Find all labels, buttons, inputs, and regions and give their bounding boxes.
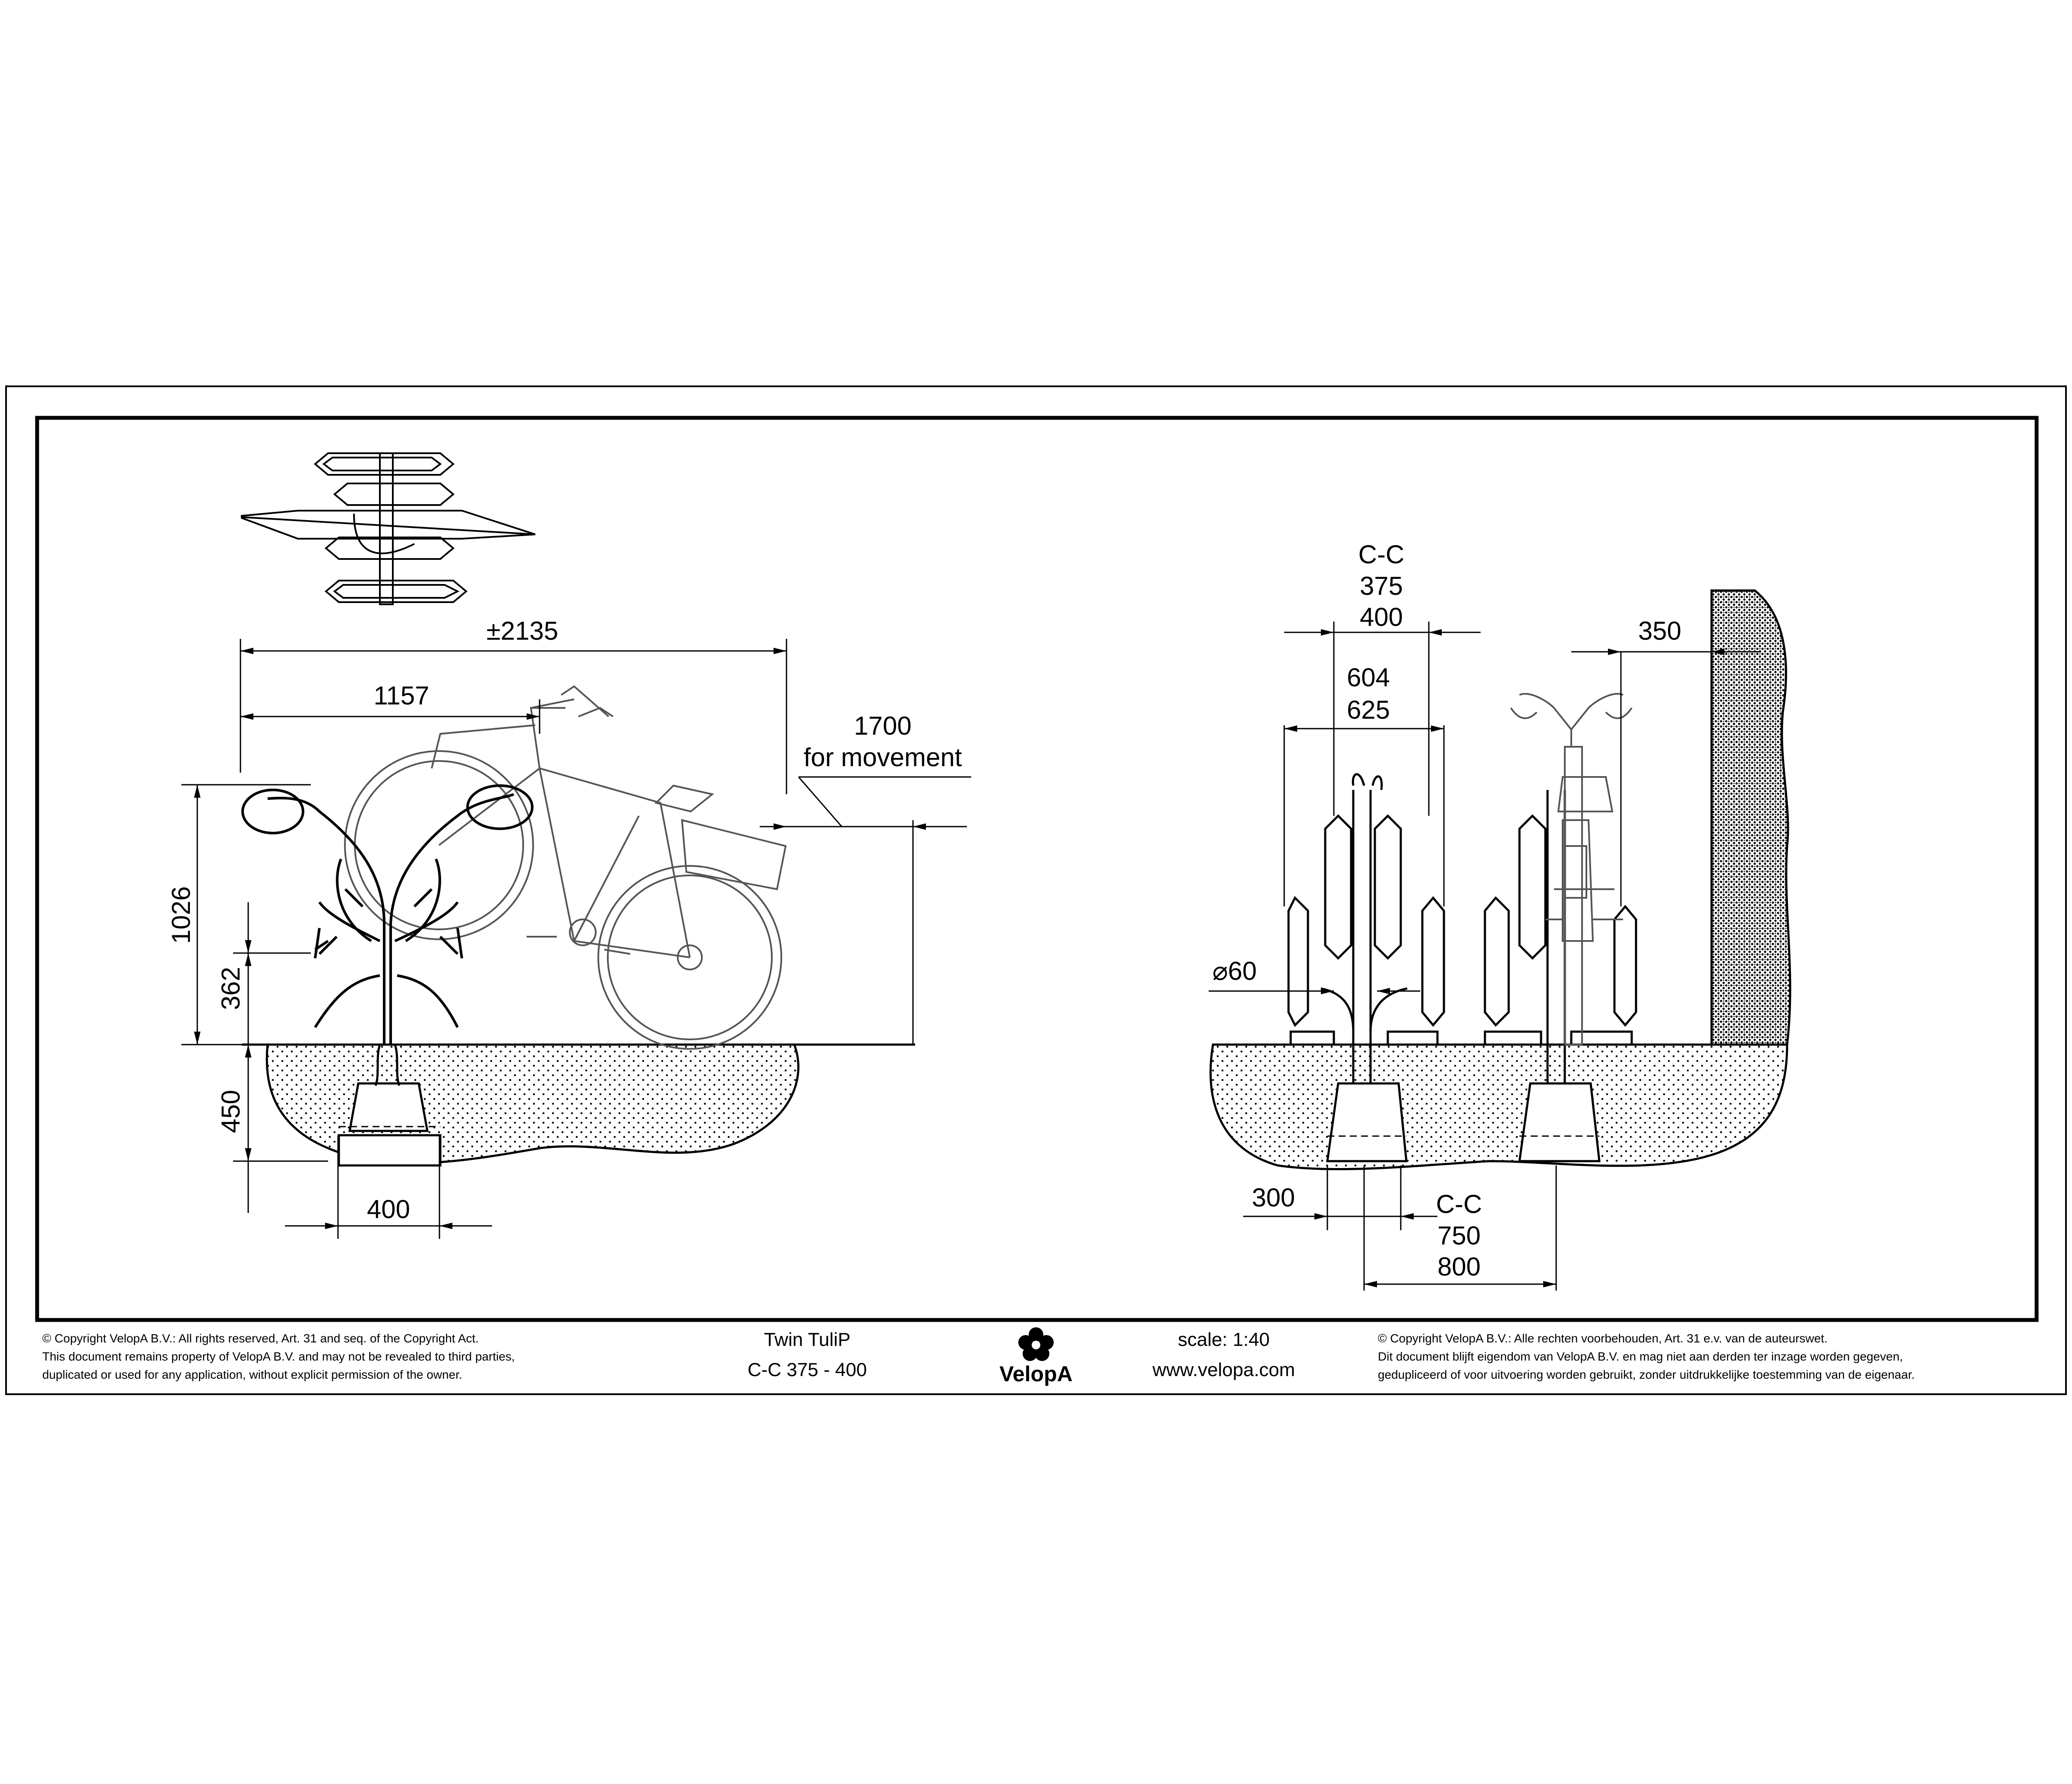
cc-bottom-value-2: 800 — [1437, 1252, 1481, 1281]
rear-wheel — [597, 865, 782, 1050]
dim-lower-height: 362 — [216, 967, 245, 1010]
title-block: © Copyright VelopA B.V.: All rights rese… — [42, 1327, 1915, 1386]
side-view: ±2135 1157 1700 for movement 1026 362 45… — [167, 616, 971, 1239]
dim-width-2: 625 — [1347, 695, 1390, 724]
cc-top-label: C-C — [1358, 540, 1405, 569]
copyright-nl-line-1: © Copyright VelopA B.V.: Alle rechten vo… — [1378, 1332, 1828, 1345]
copyright-en-line-3: duplicated or used for any application, … — [42, 1368, 462, 1381]
dim-foundation-depth: 450 — [216, 1090, 245, 1133]
copyright-nl-line-3: gedupliceerd of voor uitvoering worden g… — [1378, 1368, 1915, 1381]
product-variant: C-C 375 - 400 — [748, 1359, 867, 1380]
foundation-side — [338, 1044, 442, 1167]
dim-foundation-width: 400 — [367, 1195, 410, 1224]
drawing-frame — [35, 416, 2039, 1322]
dim-diameter: ⌀60 — [1213, 957, 1257, 985]
logo-text: VelopA — [999, 1362, 1072, 1386]
dim-rack-length: 1157 — [373, 681, 429, 710]
outer-frame — [5, 385, 2067, 1395]
cc-top-value-2: 400 — [1360, 603, 1403, 632]
rack-front-2 — [1484, 790, 1637, 1083]
foundations-front — [1326, 1082, 1601, 1162]
cc-bottom-label: C-C — [1436, 1190, 1482, 1219]
front-dimensions — [1209, 622, 1761, 1291]
cc-bottom-value-1: 750 — [1437, 1221, 1481, 1250]
front-view: C-C 375 400 604 625 350 ⌀60 300 C-C 750 … — [1209, 540, 1791, 1291]
copyright-en-line-1: © Copyright VelopA B.V.: All rights rese… — [42, 1332, 479, 1345]
ground-soil — [265, 1043, 799, 1165]
tulip-rack-side — [241, 784, 534, 1045]
website-link[interactable]: www.velopa.com — [1152, 1359, 1295, 1380]
dim-wall-distance: 350 — [1638, 616, 1681, 645]
bicycle-side — [344, 685, 787, 1050]
velopa-logo-icon — [1018, 1327, 1054, 1361]
bicycle-front — [1510, 693, 1633, 1045]
dim-height: 1026 — [167, 886, 196, 944]
copyright-nl-line-2: Dit document blijft eigendom van VelopA … — [1378, 1350, 1903, 1363]
top-view-holders — [313, 452, 468, 605]
front-wheel — [344, 750, 534, 940]
side-dimensions — [181, 639, 971, 1239]
cc-top-value-1: 375 — [1360, 572, 1403, 600]
dim-foundation-front: 300 — [1252, 1183, 1295, 1212]
rack-front-1 — [1287, 773, 1445, 1083]
dim-movement-note: for movement — [804, 743, 962, 772]
wall — [1710, 589, 1791, 1046]
top-view — [241, 452, 536, 605]
product-name: Twin TuliP — [764, 1329, 851, 1350]
dim-width-1: 604 — [1347, 663, 1390, 692]
copyright-en-line-2: This document remains property of VelopA… — [42, 1350, 515, 1363]
ground-soil-front — [1209, 1043, 1788, 1171]
dim-total-length: ±2135 — [486, 616, 558, 645]
scale-label: scale: 1:40 — [1178, 1329, 1270, 1350]
dim-movement: 1700 — [854, 711, 911, 740]
